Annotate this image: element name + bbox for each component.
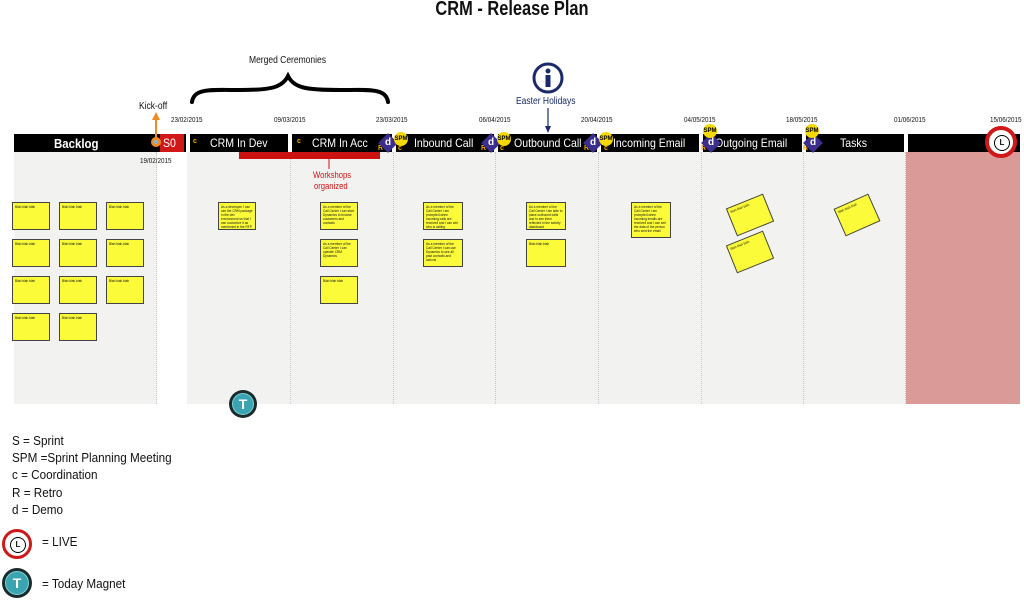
sprint-s0-block [160,134,184,152]
retro-marker: R [803,145,809,152]
easter-arrow-icon [545,108,551,133]
legend-live: = LIVE [42,534,78,549]
sticky-note[interactable]: As a member of the Call Center I am able… [526,202,566,230]
date-label: 06/04/2015 [479,117,511,124]
sticky-note[interactable]: Blah blah blah [320,276,358,304]
demo-marker: d [384,137,392,148]
date-label: 04/05/2015 [684,117,716,124]
sticky-note[interactable]: Blah blah blah [12,239,50,267]
sticky-note[interactable]: Blah blah blah [106,202,144,230]
legend-spm: SPM =Sprint Planning Meeting [12,450,172,465]
spm-marker: SPM [497,132,511,146]
spm-marker: SPM [394,132,408,146]
sprint-crm-in-acc-label: CRM In Acc [312,136,368,150]
sprint-lane-crm-in-dev [187,152,291,404]
sticky-note[interactable]: As a member of the Call Center I am prom… [631,202,671,238]
date-label: 15/06/2015 [990,117,1022,124]
sticky-note[interactable]: Blah blah blah [106,239,144,267]
date-label: 23/03/2015 [376,117,408,124]
spm-marker: SPM [599,132,613,146]
live-icon: L [985,126,1017,158]
date-label: 20/04/2015 [581,117,613,124]
retro-marker: R [378,145,384,152]
sprint-lane-inbound-call [394,152,496,404]
backlog-label: Backlog [54,136,99,151]
easter-holidays-label: Easter Holidays [516,96,576,107]
workshops-bar [239,152,380,159]
coordination-marker: c [297,138,301,145]
coordination-marker: c [604,145,608,152]
live-lane [906,152,1020,404]
sprint-inbound-call-label: Inbound Call [414,136,474,150]
sprint-lane-incoming-email [599,152,702,404]
sticky-note[interactable]: Blah blah blah [59,239,97,267]
sprint-lane-outgoing-email [702,152,804,404]
legend-today-marker: T [5,571,29,595]
demo-marker: d [707,137,715,148]
workshops-arrow-icon [328,158,330,169]
sticky-note[interactable]: Blah blah blah [59,276,97,304]
date-label: 09/03/2015 [274,117,306,124]
kickoff-label: Kick-off [139,101,168,112]
kickoff-arrow-icon [151,112,161,147]
legend-live-icon: L [2,529,32,559]
demo-marker: d [589,137,597,148]
sprint-crm-in-dev-label: CRM In Dev [210,136,268,150]
workshops-label-line2: organized [314,181,348,191]
demo-marker: d [487,137,495,148]
sticky-note[interactable]: As a developer I can use the CRM package… [218,202,256,230]
timeline-bar [14,134,1020,152]
sprint-lane-outbound-call [496,152,599,404]
date-label: 18/05/2015 [786,117,818,124]
retro-marker: R [481,145,487,152]
sticky-note[interactable]: Blah blah blah [59,313,97,341]
sprint-outbound-call-label: Outbound Call [514,136,582,150]
sticky-note[interactable]: Blah blah blah [12,276,50,304]
legend-today: = Today Magnet [42,576,126,591]
sticky-note[interactable]: Blah blah blah [12,313,50,341]
legend-retro: R = Retro [12,485,63,500]
page-title: CRM - Release Plan [435,0,589,20]
sprint-separator [904,134,908,152]
legend-live-marker: L [10,537,26,553]
sprint-separator [186,134,190,152]
sticky-note[interactable]: Blah blah blah [59,202,97,230]
date-label: 19/02/2015 [140,158,172,165]
coordination-marker: c [193,138,197,145]
info-icon [532,62,564,94]
sprint-incoming-email-label: Incoming Email [613,136,686,150]
curly-brace-icon [190,71,390,104]
sticky-note[interactable]: As a member of the Call Center I can sta… [320,202,358,230]
date-label: 23/02/2015 [171,117,203,124]
workshops-label-line1: Workshops [313,170,352,180]
spm-marker: SPM [703,124,717,138]
sticky-note[interactable]: As a member of the Call Center I am prom… [423,202,463,230]
retro-marker: R [701,145,707,152]
sticky-note[interactable]: Blah blah blah [526,239,566,267]
today-magnet-icon[interactable]: T [229,390,257,418]
sprint-tasks-label: Tasks [840,136,868,150]
demo-marker: d [809,137,817,148]
today-marker: T [232,393,254,415]
sticky-note[interactable]: Blah blah blah [12,202,50,230]
coordination-marker: c [500,145,504,152]
coordination-marker: c [398,145,402,152]
live-marker: L [994,135,1010,151]
sticky-note[interactable]: As a member of the Call Center I can ope… [320,239,358,267]
sprint-outgoing-email-label: Outgoing Email [715,136,788,150]
legend-sprint: S = Sprint [12,433,64,448]
sprint-separator [288,134,292,152]
legend-today-magnet-icon: T [2,568,32,598]
retro-marker: R [584,145,590,152]
date-label: 01/06/2015 [894,117,926,124]
legend-demo: d = Demo [12,502,64,517]
sprint-lane-tasks [804,152,906,404]
sticky-note[interactable]: As a member of the Call Center I can use… [423,239,463,267]
merged-ceremonies-label: Merged Ceremonies [249,55,327,66]
spm-marker: SPM [805,124,819,138]
sticky-note[interactable]: Blah blah blah [106,276,144,304]
sprint-s0-label: S0 [163,136,176,150]
legend-coordination: c = Coordination [12,467,98,482]
